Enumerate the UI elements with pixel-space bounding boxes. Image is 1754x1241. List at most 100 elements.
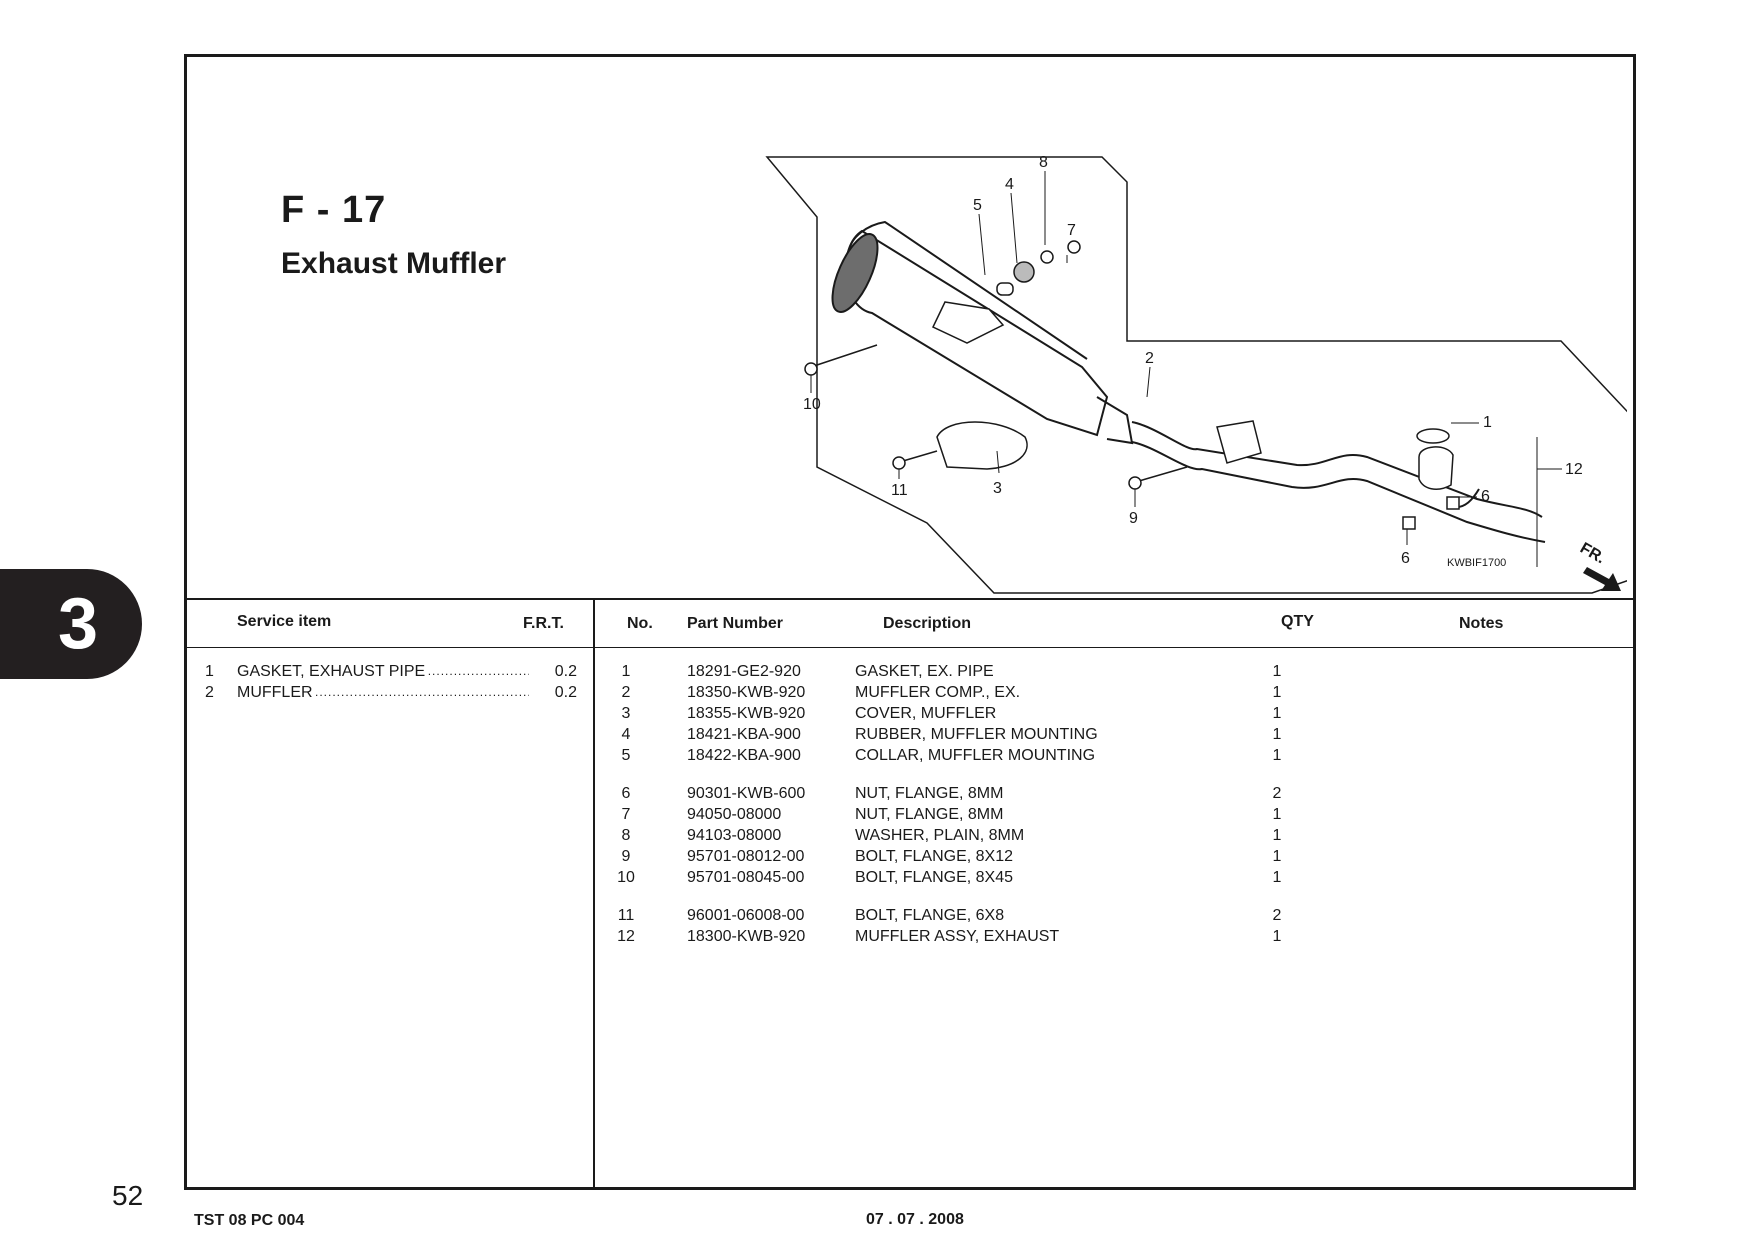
direction-label: FR. <box>1577 540 1608 568</box>
service-row-item: MUFFLER <box>237 682 529 703</box>
table-row: 9 95701-08012-00 BOLT, FLANGE, 8X12 1 <box>593 846 1633 867</box>
part-description: BOLT, FLANGE, 8X45 <box>855 869 1013 886</box>
callout-3: 3 <box>993 480 1002 497</box>
part-qty: 1 <box>1272 705 1282 722</box>
part-qty: 1 <box>1272 848 1282 865</box>
table-row: 7 94050-08000 NUT, FLANGE, 8MM 1 <box>593 804 1633 825</box>
part-qty: 1 <box>1272 928 1282 945</box>
part-qty: 2 <box>1272 907 1282 924</box>
service-row-frt: 0.2 <box>554 684 577 701</box>
part-description: WASHER, PLAIN, 8MM <box>855 827 1025 844</box>
callout-2: 2 <box>1145 350 1154 367</box>
rubber-part <box>1013 261 1035 283</box>
part-description: BOLT, FLANGE, 8X12 <box>855 848 1013 865</box>
part-number: 18350-KWB-920 <box>687 684 806 701</box>
figure-title: Exhaust Muffler <box>281 247 507 280</box>
exploded-diagram: 8 4 5 7 2 1 12 6 6 10 11 3 9 FR. <box>765 154 1627 594</box>
callout-4: 4 <box>1005 176 1014 193</box>
figure-code: F - 17 <box>281 189 387 231</box>
part-no: 5 <box>621 747 631 764</box>
callout-10: 10 <box>803 396 821 413</box>
bolt-10-shaft <box>810 344 878 368</box>
part-no: 9 <box>621 848 631 865</box>
part-description: MUFFLER ASSY, EXHAUST <box>855 928 1060 945</box>
table-top-rule <box>187 598 1633 600</box>
part-qty: 1 <box>1272 806 1282 823</box>
no-header: No. <box>627 615 653 632</box>
part-number: 18355-KWB-920 <box>687 705 806 722</box>
part-qty: 1 <box>1272 663 1282 680</box>
part-description: NUT, FLANGE, 8MM <box>855 785 1004 802</box>
footer-date: 07 . 07 . 2008 <box>866 1211 964 1228</box>
service-item-header: Service item <box>237 613 332 630</box>
part-description: COLLAR, MUFFLER MOUNTING <box>855 747 1096 764</box>
section-tab-number: 3 <box>58 584 99 664</box>
part-description: COVER, MUFFLER <box>855 705 997 722</box>
qty-header: QTY <box>1281 613 1314 630</box>
part-number: 18421-KBA-900 <box>687 726 801 743</box>
service-row-frt: 0.2 <box>554 663 577 680</box>
frt-header: F.R.T. <box>523 615 564 632</box>
service-row-item: GASKET, EXHAUST PIPE <box>237 661 529 682</box>
callout-6a: 6 <box>1481 488 1490 505</box>
part-number: 18300-KWB-920 <box>687 928 806 945</box>
part-description: BOLT, FLANGE, 6X8 <box>855 907 1005 924</box>
service-row: 1 GASKET, EXHAUST PIPE 0.2 <box>205 661 577 682</box>
callout-1: 1 <box>1483 414 1492 431</box>
service-row-no: 1 <box>205 663 214 680</box>
part-qty: 1 <box>1272 726 1282 743</box>
part-number: 18291-GE2-920 <box>687 663 801 680</box>
nut-6b <box>1402 516 1416 530</box>
bolt-9-head <box>1128 476 1142 490</box>
callout-9: 9 <box>1129 510 1138 527</box>
part-no: 8 <box>621 827 631 844</box>
footer-doc-code: TST 08 PC 004 <box>194 1212 305 1229</box>
part-number: 96001-06008-00 <box>687 907 805 924</box>
table-row: 3 18355-KWB-920 COVER, MUFFLER 1 <box>593 703 1633 724</box>
part-no: 2 <box>621 684 631 701</box>
part-number: 94050-08000 <box>687 806 782 823</box>
page-number: 52 <box>112 1180 144 1211</box>
part-description: NUT, FLANGE, 8MM <box>855 806 1004 823</box>
table-divider <box>593 598 595 1187</box>
callout-11: 11 <box>891 482 908 499</box>
muffler-drawing <box>831 220 1546 543</box>
callout-8: 8 <box>1039 154 1048 171</box>
part-no: 4 <box>621 726 631 743</box>
hardware-parts <box>804 240 1460 530</box>
part-number: 94103-08000 <box>687 827 782 844</box>
table-row: 4 18421-KBA-900 RUBBER, MUFFLER MOUNTING 1 <box>593 724 1633 745</box>
part-number: 95701-08045-00 <box>687 869 805 886</box>
part-no: 10 <box>617 869 635 886</box>
notes-header: Notes <box>1459 615 1504 632</box>
service-row: 2 MUFFLER 0.2 <box>205 682 577 703</box>
part-number: 18422-KBA-900 <box>687 747 801 764</box>
part-no: 6 <box>621 785 631 802</box>
collar-part <box>996 282 1014 296</box>
part-no: 7 <box>621 806 631 823</box>
part-no: 11 <box>617 907 635 924</box>
callout-12: 12 <box>1565 461 1583 478</box>
part-number: 90301-KWB-600 <box>687 785 806 802</box>
part-qty: 1 <box>1272 684 1282 701</box>
part-no: 3 <box>621 705 631 722</box>
callout-5: 5 <box>973 197 982 214</box>
bolt-10-head <box>804 362 818 376</box>
assembly-outline <box>765 156 1627 594</box>
muffler-cover <box>936 421 1028 470</box>
part-number-header: Part Number <box>687 615 784 632</box>
front-arrow-icon: FR. <box>1577 540 1621 591</box>
page-frame: F - 17 Exhaust Muffler <box>184 54 1636 1190</box>
part-number: 95701-08012-00 <box>687 848 805 865</box>
gasket-part <box>1416 428 1450 444</box>
bolt-11-head <box>892 456 906 470</box>
callout-7: 7 <box>1067 222 1076 239</box>
part-description: RUBBER, MUFFLER MOUNTING <box>855 726 1098 743</box>
